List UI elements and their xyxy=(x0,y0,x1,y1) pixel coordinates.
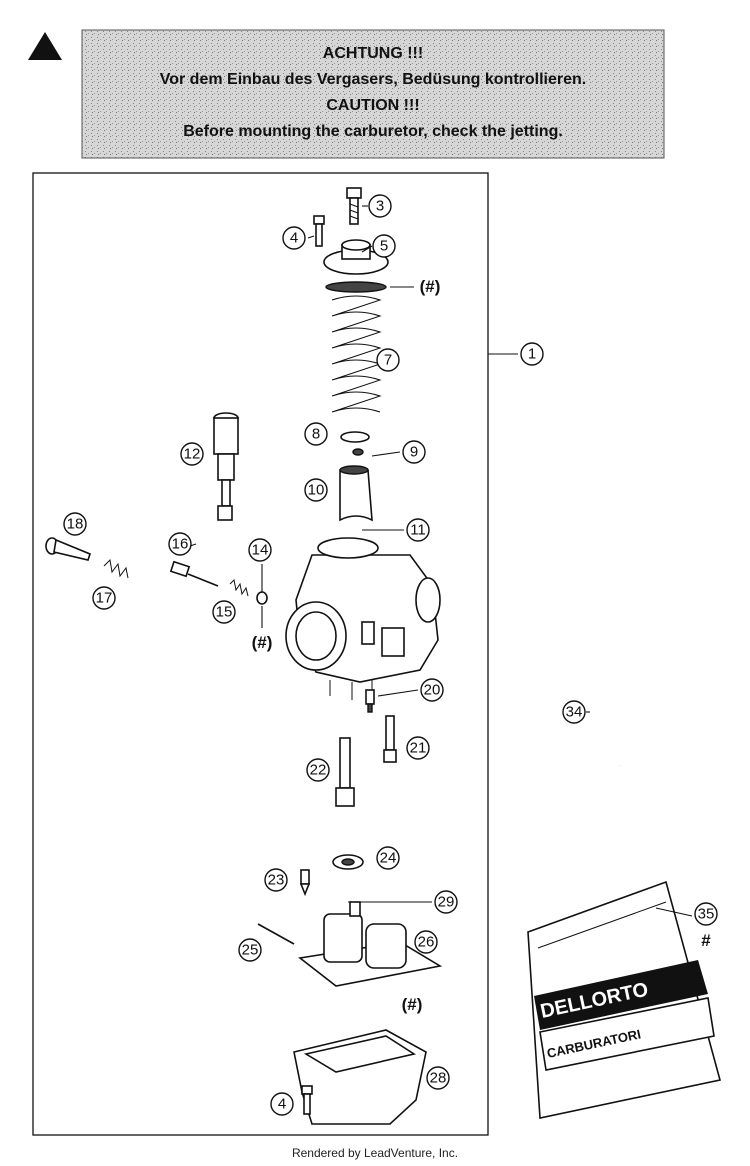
part-oring-14 xyxy=(256,591,268,605)
hash-label-bag: # xyxy=(701,931,711,950)
warning-line-4: Before mounting the carburetor, check th… xyxy=(183,123,563,140)
callout-7: 7 xyxy=(376,348,400,372)
callout-26: 26 xyxy=(414,930,438,954)
svg-text:35: 35 xyxy=(698,906,715,923)
callout-20: 20 xyxy=(420,678,444,702)
part-screw-4 xyxy=(313,215,325,247)
assembly-frame xyxy=(32,172,489,1136)
svg-text:23: 23 xyxy=(268,872,285,889)
svg-text:16: 16 xyxy=(172,536,189,553)
part-hose-34 xyxy=(589,631,621,767)
callout-10: 10 xyxy=(304,478,328,502)
svg-text:11: 11 xyxy=(410,522,426,539)
part-float-26 xyxy=(298,901,443,987)
part-clip-8 xyxy=(340,431,370,443)
svg-text:8: 8 xyxy=(312,426,320,443)
warning-banner: ACHTUNG !!! Vor dem Einbau des Vergasers… xyxy=(81,29,665,159)
callout-9: 9 xyxy=(402,440,426,464)
warning-line-1: ACHTUNG !!! xyxy=(323,45,423,62)
warning-line-2: Vor dem Einbau des Vergasers, Bedüsung k… xyxy=(160,71,586,88)
callout-3: 3 xyxy=(368,194,392,218)
svg-text:14: 14 xyxy=(252,542,269,559)
callout-5: 5 xyxy=(372,234,396,258)
svg-text:5: 5 xyxy=(380,238,388,255)
part-needle-23 xyxy=(299,869,311,897)
warning-triangle-icon xyxy=(28,32,62,60)
svg-text:1: 1 xyxy=(528,346,536,363)
warning-line-3: CAUTION !!! xyxy=(326,97,419,114)
hash-label-oring: (#) xyxy=(252,633,273,652)
hash-label-float: (#) xyxy=(402,995,423,1014)
callout-34: 34 xyxy=(562,700,586,724)
part-hose-34-inner xyxy=(588,631,622,767)
part-slide-10 xyxy=(339,465,373,522)
part-choke-12 xyxy=(213,412,239,521)
callout-24: 24 xyxy=(376,846,400,870)
callout-22: 22 xyxy=(306,758,330,782)
part-screw-4-lower xyxy=(301,1085,313,1115)
svg-text:4: 4 xyxy=(290,230,298,247)
callout-18: 18 xyxy=(63,512,87,536)
part-screw-3 xyxy=(346,187,362,225)
svg-text:12: 12 xyxy=(184,446,201,463)
svg-text:25: 25 xyxy=(242,942,259,959)
part-cap-5 xyxy=(323,239,389,293)
svg-text:15: 15 xyxy=(216,604,233,621)
callout-8: 8 xyxy=(304,422,328,446)
callout-35: 35 xyxy=(694,902,718,926)
hash-label-cap: (#) xyxy=(420,277,441,296)
part-spring-15 xyxy=(229,578,249,597)
svg-text:7: 7 xyxy=(384,352,392,369)
callout-29: 29 xyxy=(434,890,458,914)
carburetor-body xyxy=(285,537,441,700)
svg-text:9: 9 xyxy=(410,444,418,461)
part-screw-18 xyxy=(45,537,91,561)
callout-4: 4 xyxy=(282,226,306,250)
callout-21: 21 xyxy=(406,736,430,760)
footer-credit: Rendered by LeadVenture, Inc. xyxy=(291,1146,459,1160)
callout-28: 28 xyxy=(426,1066,450,1090)
part-washer-24 xyxy=(332,854,364,870)
part-bowl-28 xyxy=(293,1029,427,1125)
callout-12: 12 xyxy=(180,442,204,466)
svg-text:18: 18 xyxy=(67,516,84,533)
svg-text:17: 17 xyxy=(96,590,113,607)
part-jet-22 xyxy=(335,737,355,807)
svg-text:20: 20 xyxy=(424,682,441,699)
callout-11: 11 xyxy=(406,518,430,542)
svg-text:10: 10 xyxy=(308,482,325,499)
svg-text:3: 3 xyxy=(376,198,384,215)
callout-25: 25 xyxy=(238,938,262,962)
svg-text:29: 29 xyxy=(438,894,455,911)
part-spring-17 xyxy=(103,558,129,579)
callout-14: 14 xyxy=(248,538,272,562)
svg-text:24: 24 xyxy=(380,850,397,867)
part-pin-25 xyxy=(257,923,295,945)
callout-16: 16 xyxy=(168,532,192,556)
svg-text:22: 22 xyxy=(310,762,327,779)
part-needle-16 xyxy=(169,560,219,587)
callout-17: 17 xyxy=(92,586,116,610)
part-ring-9 xyxy=(352,448,364,456)
callout-1: 1 xyxy=(520,342,544,366)
part-jet-20 xyxy=(365,689,375,713)
callout-15: 15 xyxy=(212,600,236,624)
svg-text:21: 21 xyxy=(410,740,427,757)
part-spring-7 xyxy=(331,295,382,413)
part-tube-21 xyxy=(383,715,397,763)
svg-text:28: 28 xyxy=(430,1070,447,1087)
callout-4-lower: 4 xyxy=(270,1092,294,1116)
svg-text:34: 34 xyxy=(566,704,583,721)
svg-text:4: 4 xyxy=(278,1096,286,1113)
leader-lines xyxy=(189,205,693,917)
jet-kit-bag-35: DELLORTO CARBURATORI xyxy=(527,880,721,1119)
svg-text:26: 26 xyxy=(418,934,435,951)
callout-23: 23 xyxy=(264,868,288,892)
callouts: 1 3 4 5 7 8 9 10 11 12 14 15 16 17 18 20… xyxy=(63,194,718,1116)
